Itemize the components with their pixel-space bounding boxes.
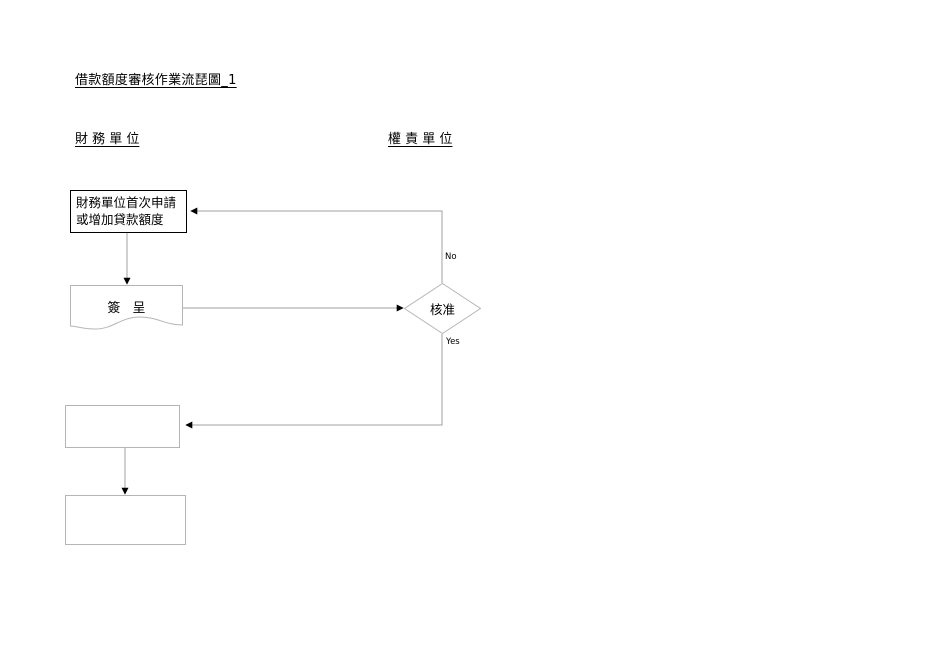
node-decision[interactable]: 核准	[404, 283, 481, 334]
lane-header-finance-unit: 財 務 單 位	[75, 132, 140, 147]
edge-decision-no-to-request	[190, 207, 443, 283]
node-document-label: 簽 呈	[107, 301, 150, 316]
edge-decision-yes-to-blank-1	[185, 334, 443, 429]
node-blank-1[interactable]	[65, 405, 180, 448]
node-blank-2[interactable]	[65, 495, 186, 545]
node-document[interactable]: 簽 呈	[70, 285, 183, 333]
edge-label-yes: Yes	[446, 337, 460, 347]
page-title: 借款額度審核作業流琵圖_1	[75, 73, 237, 88]
diamond-shape-icon	[404, 283, 481, 334]
document-shape-icon	[70, 285, 183, 330]
edge-label-no: No	[445, 252, 457, 262]
node-request[interactable]: 財務單位首次申請 或增加貸款額度	[70, 190, 187, 233]
lane-header-authority-unit: 權 責 單 位	[388, 132, 453, 147]
node-request-label: 財務單位首次申請 或增加貸款額度	[76, 195, 177, 227]
node-decision-label: 核准	[429, 302, 455, 317]
